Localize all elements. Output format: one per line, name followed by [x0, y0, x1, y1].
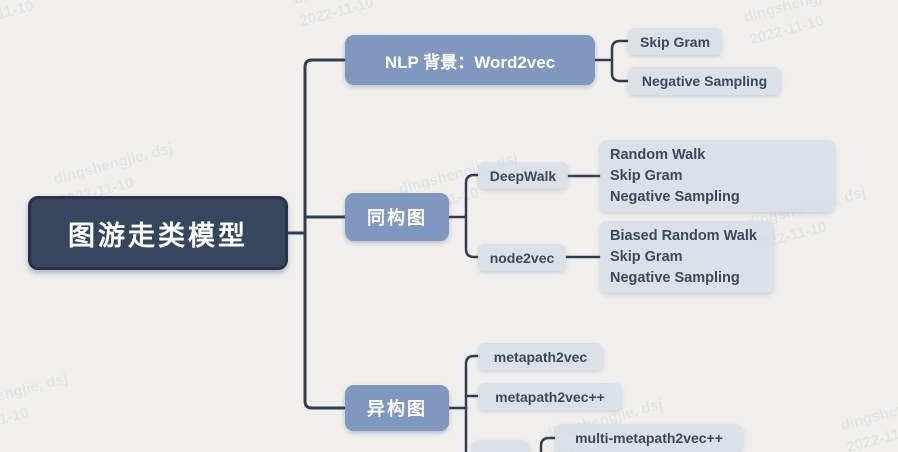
node-deepwalk-details[interactable]: Random Walk Skip Gram Negative Sampling — [600, 140, 835, 212]
node-metapath2vec-plus-plus-label: metapath2vec++ — [495, 388, 605, 405]
node-deepwalk-label: DeepWalk — [489, 167, 557, 184]
node-multi-metapath2vec-plus-plus[interactable]: multi-metapath2vec++ — [555, 424, 743, 452]
node-nlp-word2vec[interactable]: NLP 背景：Word2vec — [345, 35, 595, 85]
node-partial-bottom[interactable] — [472, 440, 530, 452]
node-node2vec[interactable]: node2vec — [478, 244, 566, 271]
node-multi-metapath2vec-plus-plus-label: multi-metapath2vec++ — [575, 430, 723, 446]
node-node2vec-label: node2vec — [489, 249, 555, 266]
node-homogeneous-graph-label: 同构图 — [367, 208, 427, 228]
node-root-label: 图游走类模型 — [68, 220, 248, 251]
node-root[interactable]: 图游走类模型 — [28, 196, 288, 270]
node-metapath2vec-plus-plus[interactable]: metapath2vec++ — [478, 383, 622, 410]
node-skip-gram-label: Skip Gram — [639, 33, 711, 50]
node-deepwalk[interactable]: DeepWalk — [478, 162, 568, 189]
node-nlp-word2vec-label: NLP 背景：Word2vec — [384, 52, 556, 72]
node-negative-sampling-label: Negative Sampling — [641, 73, 768, 89]
watermark: dingshengjie, dsj 2022-11-10 — [741, 0, 865, 49]
watermark: dingshengjie, dsj 2022-11-10 — [0, 0, 75, 34]
watermark: dingshengjie, dsj 2022-11-10 — [292, 0, 415, 31]
node-metapath2vec-label: metapath2vec — [493, 348, 588, 365]
node-node2vec-details[interactable]: Biased Random Walk Skip Gram Negative Sa… — [600, 221, 774, 293]
node-metapath2vec[interactable]: metapath2vec — [478, 343, 603, 370]
watermark: dingshengjie, dsj 2022-11-10 — [838, 386, 898, 452]
node-heterogeneous-graph-label: 异构图 — [367, 399, 427, 419]
node-skip-gram[interactable]: Skip Gram — [628, 28, 722, 55]
node-homogeneous-graph[interactable]: 同构图 — [345, 193, 449, 241]
node-heterogeneous-graph[interactable]: 异构图 — [345, 385, 449, 431]
node-negative-sampling[interactable]: Negative Sampling — [628, 67, 781, 95]
watermark: dingshengjie, dsj 2022-11-10 — [0, 369, 70, 441]
